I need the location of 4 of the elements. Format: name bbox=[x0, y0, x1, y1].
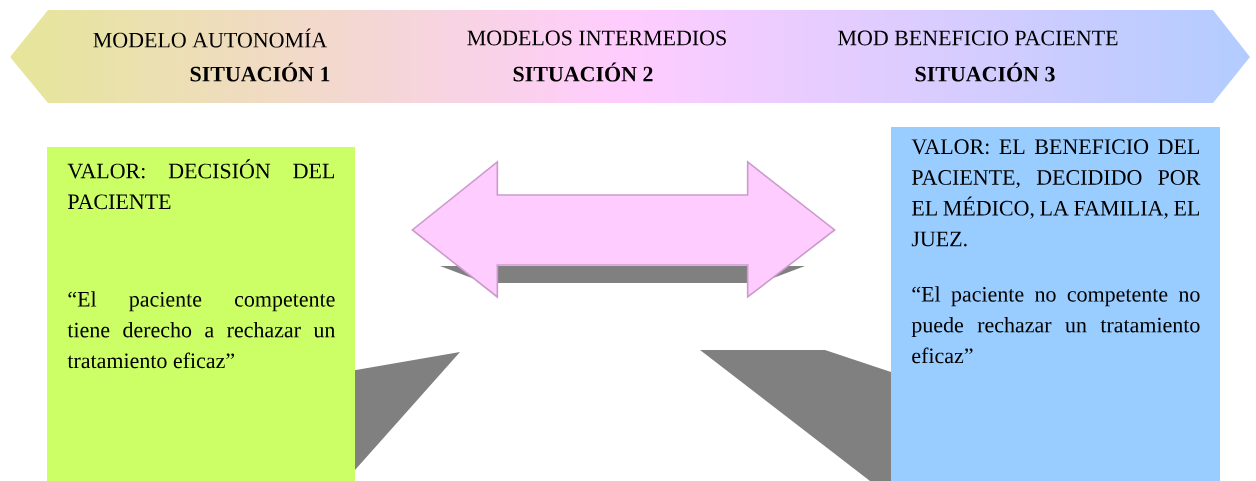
text-panel: VALOR: EL BENEFICIO DEL PACIENTE, DECIDIDO POR EL MÉDICO, LA FAMILIA, EL JUEZ. “El paciente no competente no puede rechazar un tratamiento eficaz” bbox=[891, 127, 1220, 481]
text-panel: VALOR: DECISIÓN DEL PACIENTE “El paciente competente tiene derecho a rechazar un tratamiento eficaz” bbox=[47, 147, 355, 481]
banner-arrow: MODELO AUTONOMÍA SITUACIÓN 1 MODELOS INTERMEDIOS SITUACIÓN 2 MOD BENEFICIO PACIENTE SITUACIÓN 3 bbox=[93, 28, 1118, 82]
double-arrow bbox=[411, 160, 836, 299]
